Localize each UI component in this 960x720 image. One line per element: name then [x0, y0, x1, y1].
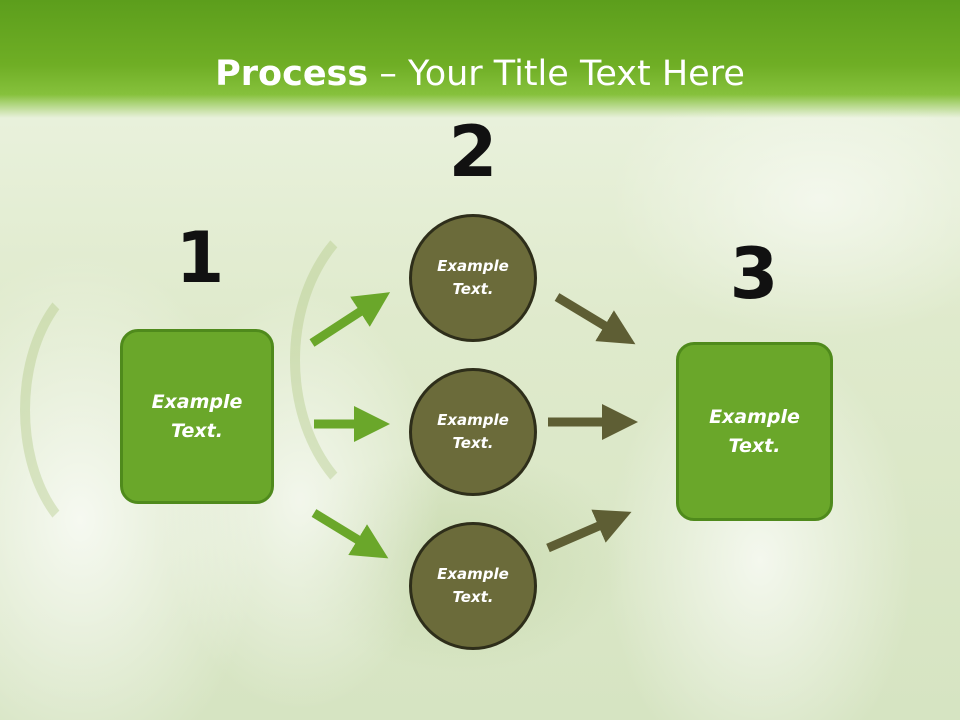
- arrow-up-right: [309, 292, 391, 347]
- page-title: Process – Your Title Text Here: [0, 52, 960, 96]
- title-rest: – Your Title Text Here: [368, 54, 745, 94]
- title-bold: Process: [215, 54, 369, 94]
- step-number-2: 2: [448, 111, 498, 193]
- title-bar: [0, 0, 960, 118]
- flower-stem-decoration: [20, 270, 200, 550]
- step-number-1: 1: [175, 217, 225, 299]
- arrow-down-right: [311, 509, 389, 559]
- step-number-3: 3: [729, 233, 779, 315]
- arrow-down-right: [554, 293, 636, 345]
- flower-stem-decoration: [290, 200, 530, 520]
- arrow-up-right: [546, 509, 632, 553]
